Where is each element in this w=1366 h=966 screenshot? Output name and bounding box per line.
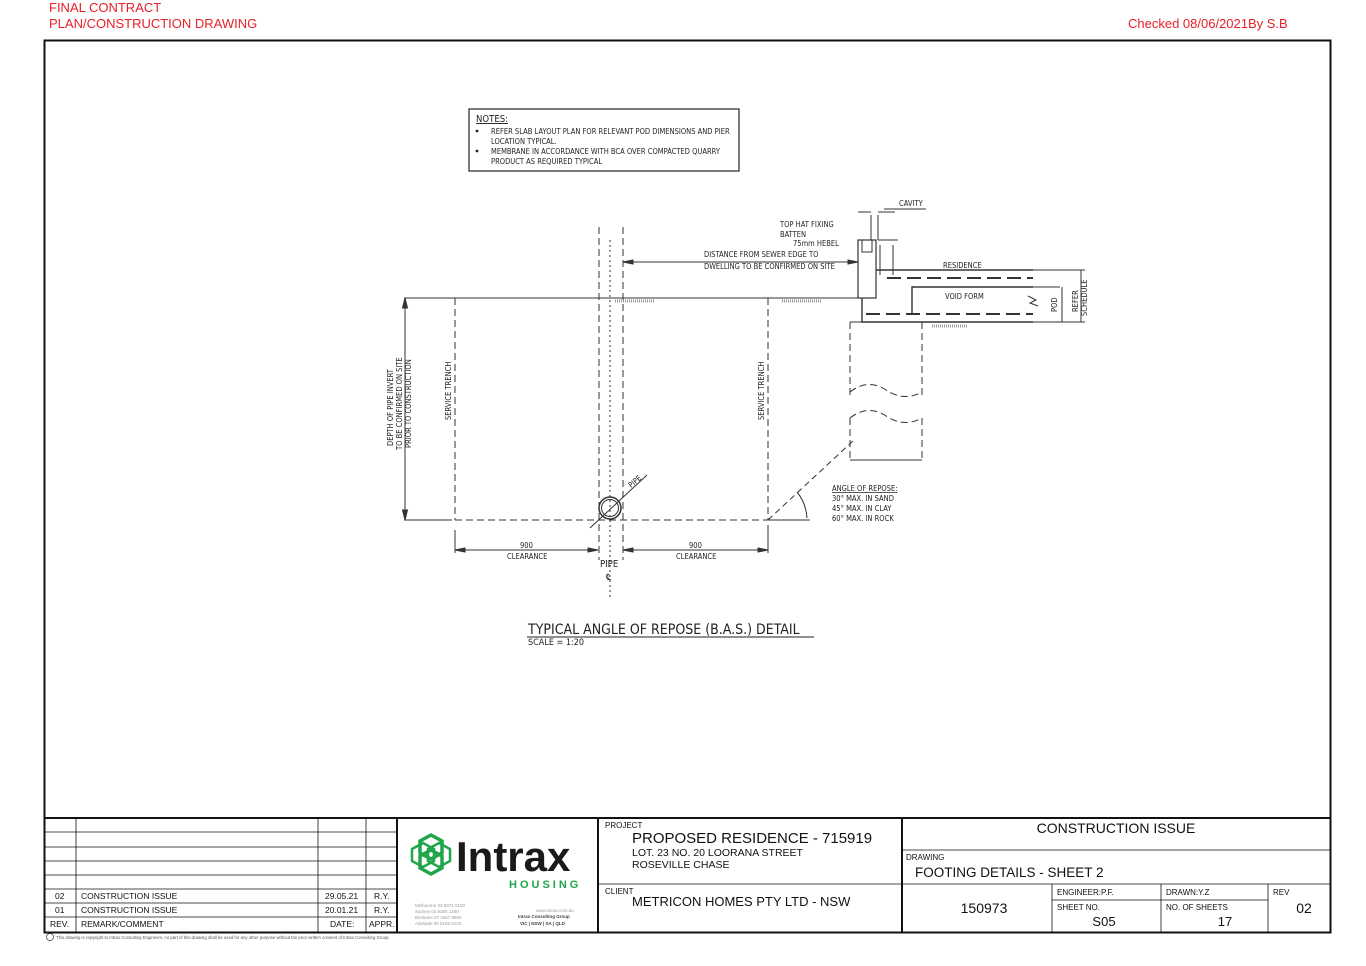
rev-row-1-remark: CONSTRUCTION ISSUE	[81, 891, 178, 901]
repose-title: ANGLE OF REPOSE:	[832, 484, 898, 493]
note-2-line-2: PRODUCT AS REQUIRED TYPICAL	[491, 157, 602, 166]
detail-scale: SCALE = 1:20	[528, 638, 584, 648]
project-block: PROJECT PROPOSED RESIDENCE - 715919 LOT.…	[605, 821, 872, 909]
hexagon-logo-icon	[410, 833, 452, 876]
hebel-wall	[857, 239, 877, 299]
revision-table: 02 CONSTRUCTION ISSUE 29.05.21 R.Y. 01 C…	[50, 891, 395, 929]
job-number: 150973	[961, 900, 1008, 916]
pipe-circle	[598, 496, 622, 520]
drawing-title: FOOTING DETAILS - SHEET 2	[915, 865, 1104, 880]
angle-of-repose-detail	[401, 208, 1085, 600]
logo-states: VIC | NSW | SA | QLD	[520, 921, 566, 926]
checked-stamp: Checked 08/06/2021By S.B	[1128, 16, 1288, 31]
clearance-label-left: CLEARANCE	[507, 552, 547, 561]
service-trench	[454, 227, 769, 560]
detail-labels: CAVITY TOP HAT FIXING BATTEN 75mm HEBEL …	[386, 199, 1089, 648]
stamp-line-1: FINAL CONTRACT	[49, 0, 162, 15]
sheet-label: SHEET NO.	[1057, 903, 1100, 912]
depth-label-2: TO BE CONFIRMED ON SITE	[395, 357, 404, 451]
notes-title: NOTES:	[476, 114, 508, 125]
note-1-line-2: LOCATION TYPICAL.	[491, 137, 557, 146]
client-label: CLIENT	[605, 887, 634, 896]
note-2-line-1: MEMBRANE IN ACCORDANCE WITH BCA OVER COM…	[491, 147, 721, 156]
note-1-line-1: REFER SLAB LAYOUT PLAN FOR RELEVANT POD …	[491, 127, 730, 136]
rev-header-appr: APPR.	[369, 919, 395, 929]
office-adelaide: Adelaide 08 8165 0122	[415, 921, 462, 926]
rev-row-2-rev: 01	[55, 905, 65, 915]
refer-label: REFER	[1071, 290, 1080, 312]
hebel-label: 75mm HEBEL	[793, 239, 839, 248]
rev-row-1-appr: R.Y.	[374, 891, 389, 901]
copyright-text: This drawing is copyright to Intrax Cons…	[56, 935, 390, 940]
detail-title: TYPICAL ANGLE OF REPOSE (B.A.S.) DETAIL	[527, 622, 800, 638]
notes-box: NOTES: REFER SLAB LAYOUT PLAN FOR RELEVA…	[468, 108, 740, 172]
depth-label-3: PRIOR TO CONSTRUCTION	[404, 359, 413, 448]
title-block	[44, 817, 1330, 932]
service-trench-left: SERVICE TRENCH	[444, 362, 453, 420]
project-label: PROJECT	[605, 821, 642, 830]
top-hat-label-2: BATTEN	[780, 230, 806, 239]
sheets-label: NO. OF SHEETS	[1166, 903, 1228, 912]
repose-clay: 45° MAX. IN CLAY	[832, 504, 892, 513]
distance-label-2: DWELLING TO BE CONFIRMED ON SITE	[704, 262, 835, 271]
schedule-label: SCHEDULE	[1080, 280, 1089, 317]
sheet-border	[43, 39, 1332, 934]
clearance-label-right: CLEARANCE	[676, 552, 716, 561]
logo-sub: HOUSING	[509, 879, 581, 891]
logo-name: Intrax	[456, 833, 571, 880]
depth-label-1: DEPTH OF PIPE INVERT	[386, 368, 395, 446]
drawing-info-block: CONSTRUCTION ISSUE DRAWING FOOTING DETAI…	[906, 820, 1312, 929]
office-melbourne: Melbourne 03 8371 0100	[415, 903, 466, 908]
rev-label: REV	[1273, 888, 1290, 897]
rev-row-2-appr: R.Y.	[374, 905, 389, 915]
rev-value: 02	[1296, 900, 1312, 916]
project-address-2: ROSEVILLE CHASE	[632, 859, 729, 871]
project-address-1: LOT. 23 NO. 20 LOORANA STREET	[632, 847, 804, 859]
void-form-label: VOID FORM	[945, 292, 984, 301]
pipe-cl-label: PIPE	[600, 559, 618, 570]
office-sydney: Sydney 02 8355 1200	[415, 909, 459, 914]
repose-sand: 30° MAX. IN SAND	[832, 494, 894, 503]
service-trench-right: SERVICE TRENCH	[757, 362, 766, 420]
centreline-symbol: ℄	[606, 573, 612, 583]
copyright-icon	[46, 933, 54, 941]
cavity-label: CAVITY	[899, 199, 924, 208]
sheet-number: S05	[1092, 914, 1115, 929]
pod-label: POD	[1050, 297, 1059, 312]
logo-group: Intrax Consulting Group	[518, 914, 570, 919]
engineer: ENGINEER:P.F.	[1057, 888, 1114, 897]
stamp-line-2: PLAN/CONSTRUCTION DRAWING	[49, 16, 258, 31]
rev-header-date: DATE:	[330, 919, 354, 929]
office-brisbane: Brisbane 07 3367 0800	[415, 915, 462, 920]
rev-row-2-date: 20.01.21	[325, 905, 358, 915]
rev-row-2-remark: CONSTRUCTION ISSUE	[81, 905, 178, 915]
sheets-count: 17	[1218, 914, 1232, 929]
issue-status: CONSTRUCTION ISSUE	[1037, 820, 1196, 836]
project-title: PROPOSED RESIDENCE - 715919	[632, 830, 872, 847]
clearance-value-left: 900	[520, 541, 533, 550]
pier	[849, 322, 923, 460]
intrax-logo: Intrax HOUSING Melbourne 03 8371 0100 Sy…	[410, 833, 581, 926]
rev-row-1-rev: 02	[55, 891, 65, 901]
pipe-label: PIPE	[627, 473, 644, 489]
residence-label: RESIDENCE	[943, 261, 982, 270]
repose-rock: 60° MAX. IN ROCK	[832, 514, 894, 523]
rev-row-1-date: 29.05.21	[325, 891, 358, 901]
client-name: METRICON HOMES PTY LTD - NSW	[632, 894, 851, 909]
distance-label-1: DISTANCE FROM SEWER EDGE TO	[704, 250, 818, 259]
logo-web: www.intrax.com.au	[536, 908, 574, 913]
clearance-value-right: 900	[689, 541, 702, 550]
drawing-label: DRAWING	[906, 853, 944, 862]
rev-header-rev: REV.	[50, 919, 69, 929]
drawn-by: DRAWN:Y.Z	[1166, 888, 1210, 897]
rev-header-remark: REMARK/COMMENT	[81, 919, 164, 929]
top-hat-label-1: TOP HAT FIXING	[779, 220, 834, 229]
